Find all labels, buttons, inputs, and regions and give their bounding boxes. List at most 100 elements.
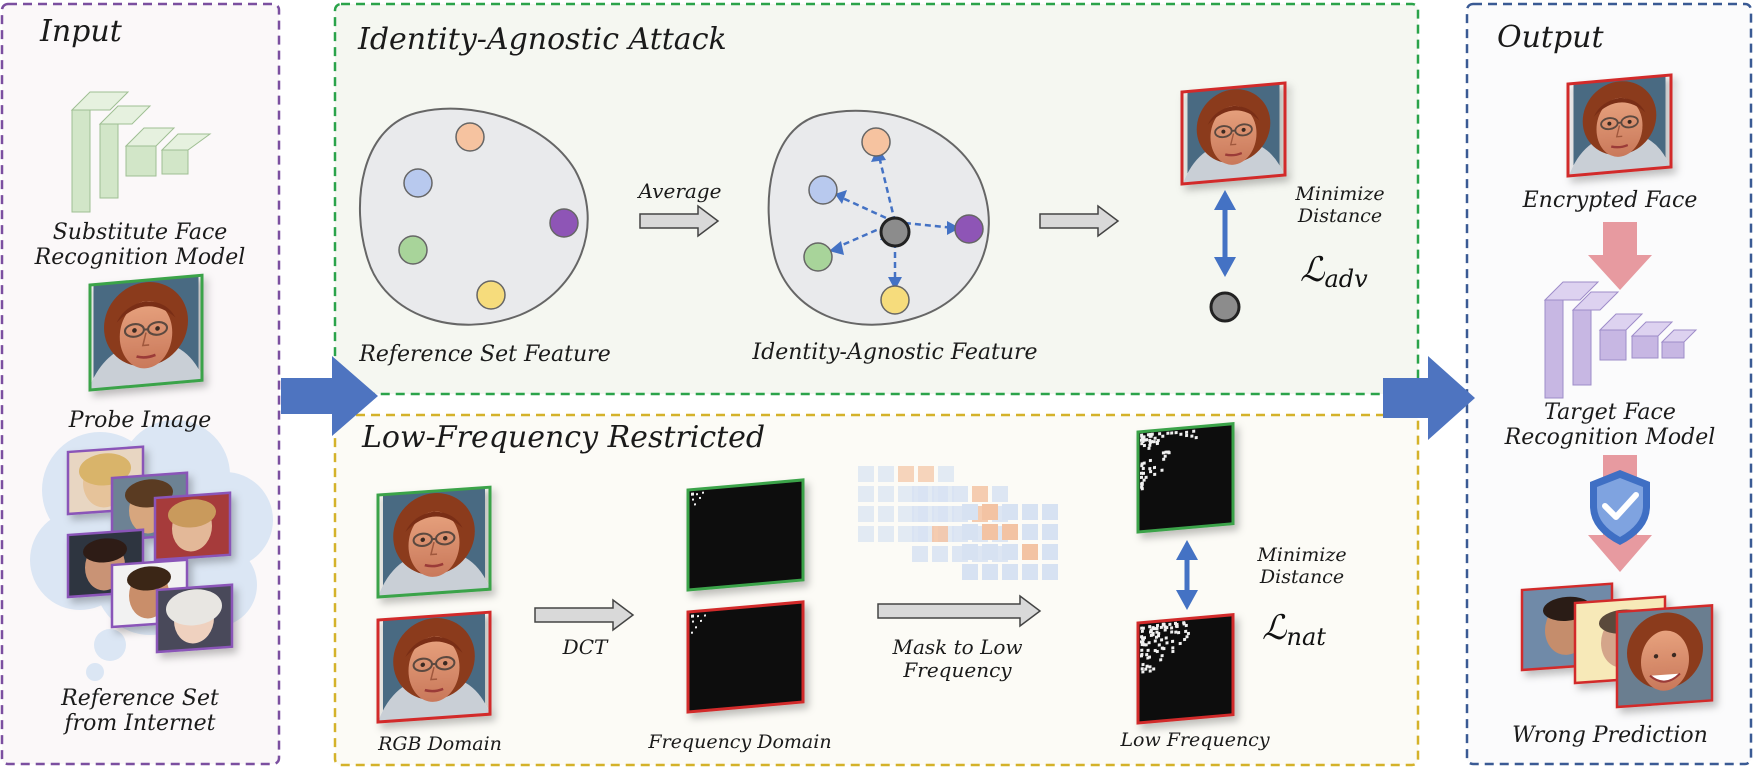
frequency-speckle	[1141, 626, 1145, 630]
nat-minimize-line1: Minimize	[1257, 544, 1347, 566]
agnostic-feature-blob	[767, 109, 990, 326]
reference-set-label-line1: Reference Set	[61, 686, 219, 711]
mask-grid-cell	[1002, 504, 1018, 520]
frequency-speckle	[1153, 465, 1156, 470]
frequency-speckle	[1162, 647, 1166, 651]
input-to-middle-arrow	[281, 356, 378, 436]
frequency-speckle	[1171, 649, 1175, 654]
frequency-speckle	[1142, 443, 1146, 448]
adv-loss-sub: adv	[1324, 265, 1368, 293]
nat-double-arrow	[1176, 540, 1198, 610]
shield-check-icon	[1590, 470, 1650, 545]
mask-grid-cell	[992, 486, 1008, 502]
frequency-speckle	[1140, 667, 1144, 671]
frequency-speckle	[1155, 441, 1159, 446]
frequency-speckle	[1153, 648, 1157, 653]
mask-grid-cell	[1042, 524, 1058, 540]
mask-grid-cell	[938, 466, 954, 482]
mask-grid-cell	[878, 506, 894, 522]
frequency-speckle	[1184, 629, 1188, 633]
mask-grid-cell	[1042, 504, 1058, 520]
adv-double-arrow	[1214, 190, 1236, 277]
mask-grid-cell	[858, 526, 874, 542]
frequency-speckle	[1184, 623, 1188, 628]
mask-grid-cell	[858, 506, 874, 522]
mask-grid-cell	[982, 564, 998, 580]
nat-loss-sub: nat	[1286, 623, 1326, 651]
frequency-speckle	[1185, 635, 1189, 639]
mask-grid-cell	[1002, 524, 1018, 540]
mask-grid-cell	[1042, 544, 1058, 560]
frequency-speckle	[1148, 665, 1152, 669]
reference-feature-blob	[358, 107, 589, 326]
rgb-face-red	[376, 610, 492, 724]
mask-grid-cell	[932, 506, 948, 522]
frequency-speckle	[1153, 436, 1157, 440]
mask-grid-cell	[982, 524, 998, 540]
frequency-speckle	[1145, 653, 1149, 657]
mask-grid-cell	[878, 466, 894, 482]
mask-grid-cell	[898, 506, 914, 522]
probe-image	[88, 273, 204, 392]
mask-grid-cell	[912, 486, 928, 502]
frequency-speckle	[1141, 662, 1145, 667]
frequency-speckle	[1140, 433, 1144, 437]
frequency-speckle	[1149, 629, 1153, 633]
frequency-speckle	[1164, 450, 1168, 454]
frequency-speckle	[1192, 429, 1196, 433]
frequency-speckle	[1170, 431, 1174, 435]
mask-grid-cell	[912, 506, 928, 522]
frequency-speckle	[1164, 636, 1168, 640]
frequency-speckle	[1153, 472, 1157, 476]
encrypted-face-label: Encrypted Face	[1522, 188, 1698, 213]
frequency-speckle	[1141, 640, 1144, 645]
output-panel	[1465, 2, 1753, 766]
rgb-face-green	[376, 485, 492, 599]
frequency-speckle	[1161, 434, 1165, 438]
mask-grid-cell	[982, 544, 998, 560]
frequency-speckle	[1160, 638, 1164, 642]
mask-grid-cell	[962, 524, 978, 540]
down-arrow-1	[1588, 222, 1652, 290]
frequency-speckle	[1140, 648, 1144, 652]
nat-loss-base: ℒ	[1262, 608, 1287, 648]
frequency-speckle	[1170, 630, 1174, 634]
frequency-speckle	[1161, 623, 1165, 627]
frequency-speckle	[1185, 430, 1189, 434]
reference-feature-label: Reference Set Feature	[359, 342, 611, 367]
wrong-prediction-label: Wrong Prediction	[1512, 723, 1708, 748]
frequency-speckle	[1174, 431, 1178, 435]
frequency-speckle	[1159, 658, 1163, 662]
nat-minimize-line2: Distance	[1259, 565, 1345, 588]
frequency-speckle	[1148, 443, 1152, 447]
frequency-speckle	[1157, 643, 1161, 647]
mask-grid-cell	[932, 486, 948, 502]
rgb-domain-label: RGB Domain	[378, 733, 502, 755]
mask-grid-cell	[962, 564, 978, 580]
reference-face-photos	[66, 445, 234, 654]
agnostic-feature-dots	[803, 127, 984, 315]
frequency-speckle	[1155, 630, 1159, 634]
frequency-speckle	[1140, 475, 1143, 480]
adv-loss-base: ℒ	[1300, 250, 1325, 290]
mask-grid-cell	[878, 486, 894, 502]
frequency-speckle	[1149, 633, 1153, 637]
frequency-speckle	[1174, 621, 1177, 625]
mask-grid-cell	[982, 504, 998, 520]
frequency-speckle	[1145, 664, 1149, 668]
mask-arrow	[877, 594, 1042, 628]
frequency-speckle	[1158, 432, 1162, 436]
middle-to-output-arrow	[1383, 356, 1475, 440]
frequency-speckle	[1179, 432, 1183, 436]
frequency-speckle	[1148, 467, 1152, 471]
adv-minimize-line2: Distance	[1297, 204, 1383, 227]
frequency-speckle	[1140, 654, 1143, 658]
adv-minimize-line1: Minimize	[1295, 183, 1385, 205]
frequency-speckle	[1146, 433, 1150, 437]
mask-grid-cell	[952, 486, 968, 502]
frequency-speckle	[1141, 466, 1145, 471]
reference-set-label: Reference Set from Internet	[20, 686, 260, 737]
mask-grid-cell	[1022, 504, 1038, 520]
feature-to-target-arrow	[1039, 204, 1120, 238]
